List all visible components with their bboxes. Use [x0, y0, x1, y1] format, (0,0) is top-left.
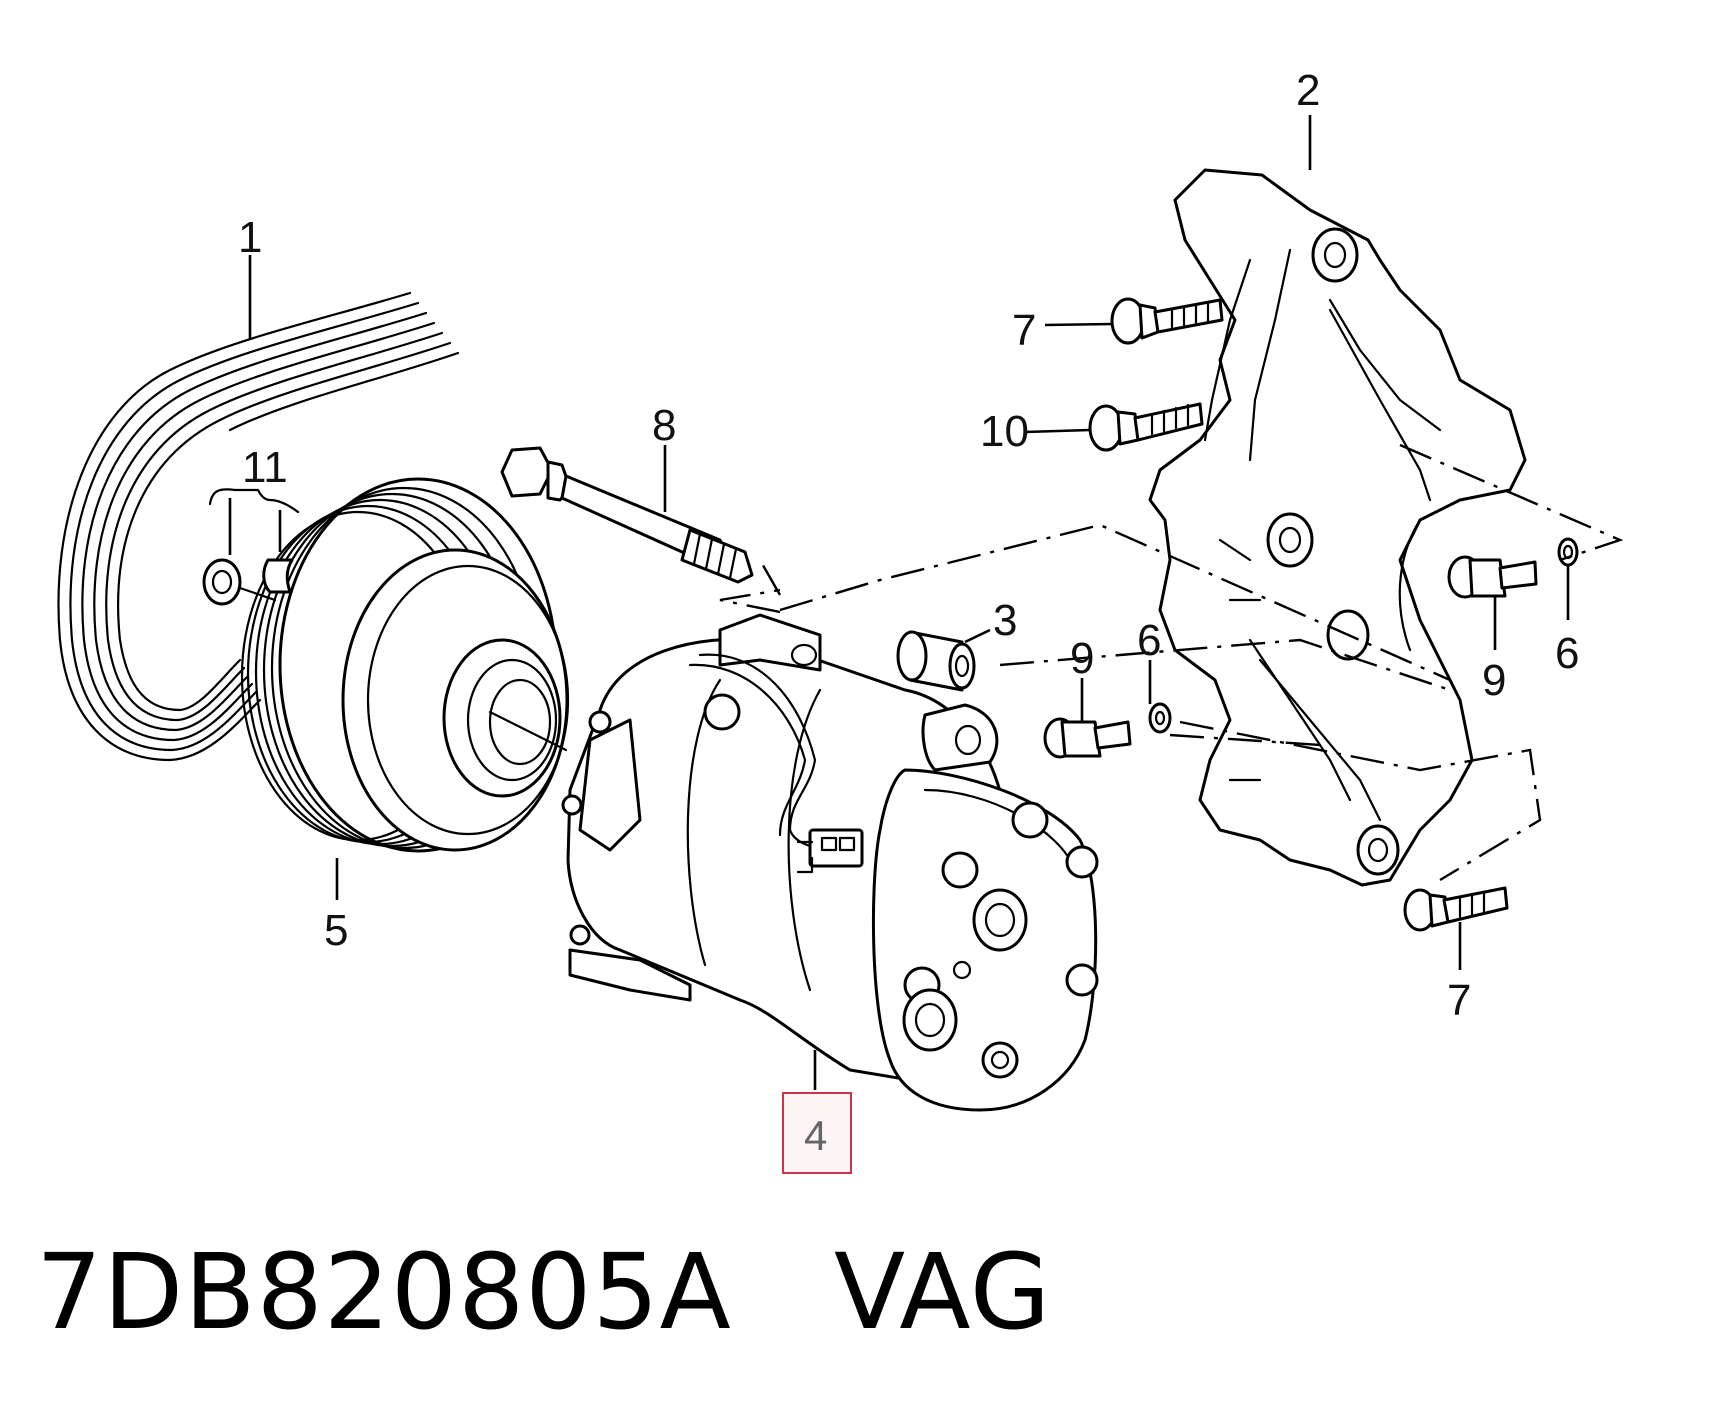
- callout-1: 1: [238, 213, 262, 262]
- nut-and-key: [202, 488, 300, 606]
- mounting-bracket: [1148, 168, 1527, 887]
- bolt-7-upper: [1110, 297, 1224, 345]
- leader-lines: [248, 115, 1570, 1090]
- bolt-9-right: [1447, 555, 1538, 599]
- callout-5: 5: [324, 906, 348, 955]
- washer-6-right: [1557, 537, 1579, 567]
- callout-6-middle: 6: [1137, 616, 1161, 665]
- brand-name: VAG: [833, 1231, 1052, 1353]
- bushing: [896, 630, 976, 692]
- ac-compressor: [561, 613, 1099, 1112]
- callout-9-middle: 9: [1070, 634, 1094, 683]
- washer-6-middle: [1148, 702, 1172, 734]
- callout-8: 8: [652, 401, 676, 450]
- long-bolt: [500, 446, 754, 584]
- callout-7-upper: 7: [1012, 306, 1036, 355]
- callout-labels: 1 2 3 4 5 6 6 7 7 8 9 9 10 11: [238, 66, 1579, 1159]
- assembly-lines: [719, 443, 1624, 882]
- bolt-10: [1088, 402, 1204, 452]
- clutch-pulley: [240, 477, 570, 853]
- part-number: 7DB820805A: [36, 1231, 732, 1353]
- callout-4: 4: [804, 1112, 827, 1159]
- callout-6-right: 6: [1555, 629, 1579, 678]
- callout-3: 3: [993, 596, 1017, 645]
- bolt-9-middle: [1043, 717, 1132, 759]
- highlight-box: [782, 1092, 852, 1174]
- callout-2: 2: [1296, 66, 1320, 115]
- callout-11: 11: [242, 443, 288, 492]
- bolt-7-lower: [1403, 886, 1509, 932]
- callout-7-lower: 7: [1447, 976, 1471, 1025]
- callout-10: 10: [980, 407, 1029, 456]
- callout-9-right: 9: [1482, 656, 1506, 705]
- drive-belt: [57, 291, 460, 762]
- part-caption: 7DB820805A VAG: [36, 1240, 1051, 1344]
